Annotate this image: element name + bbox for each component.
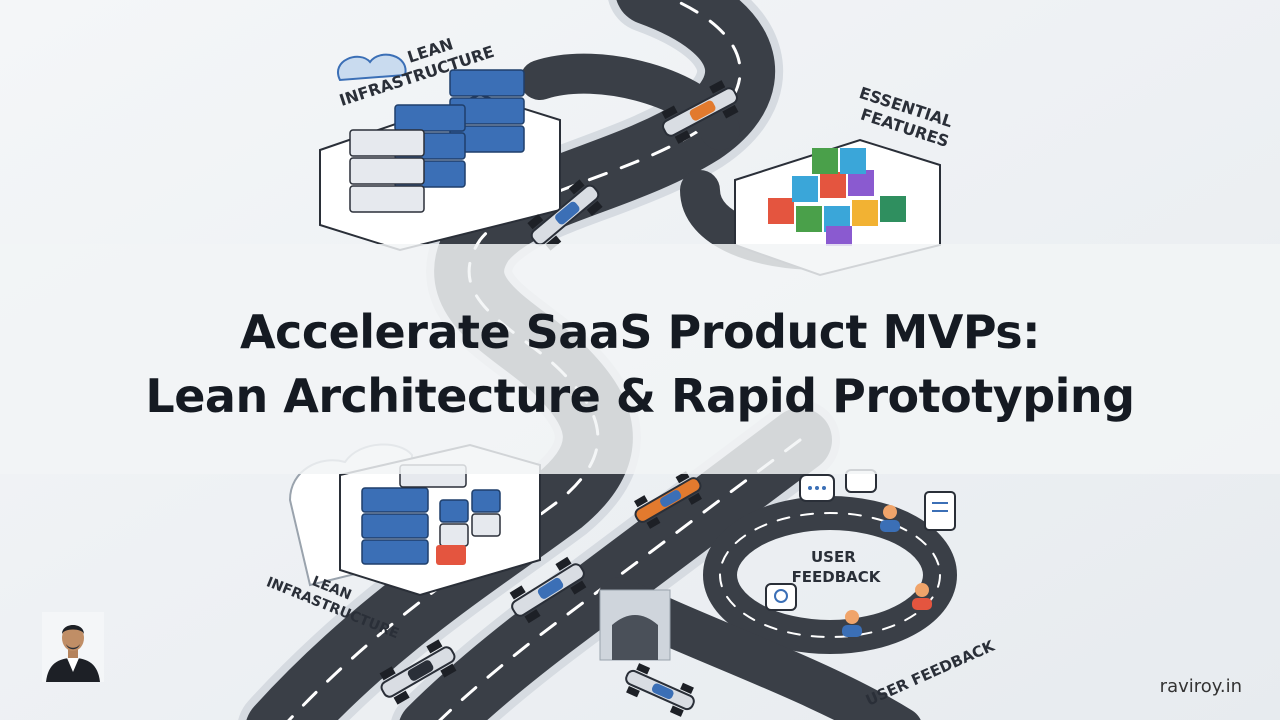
author-avatar <box>42 612 104 682</box>
title-banner <box>0 244 1280 474</box>
essential-features-box <box>734 138 941 277</box>
label-user-feedback-loop: USER FEEDBACK <box>792 548 882 586</box>
site-url: raviroy.in <box>1159 676 1242 697</box>
race-cars <box>379 80 739 717</box>
bridge-support <box>599 589 671 661</box>
title-line-2: Lean Architecture & Rapid Prototyping <box>145 369 1135 423</box>
page-title: Accelerate SaaS Product MVPs: Lean Archi… <box>0 300 1280 428</box>
server-rack-top-left <box>319 53 561 252</box>
feedback-icons <box>765 469 956 637</box>
title-line-1: Accelerate SaaS Product MVPs: <box>239 305 1041 359</box>
